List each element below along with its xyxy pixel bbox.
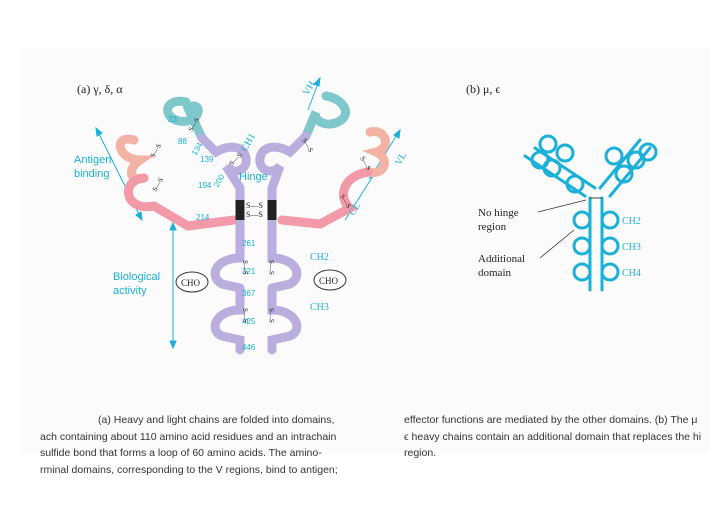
biological-activity-line1: Biological xyxy=(113,271,160,283)
hinge-disulfide-1: S—S xyxy=(246,201,263,210)
caption-right: effector functions are mediated by the o… xyxy=(404,412,721,462)
cho-left: CHO xyxy=(175,271,209,293)
book-page: (a) γ, δ, α Antigen binding Biological a… xyxy=(20,48,710,476)
label-b-ch2: CH2 xyxy=(622,216,641,227)
antibody-figure: (a) γ, δ, α Antigen binding Biological a… xyxy=(74,76,658,355)
hinge-segments xyxy=(235,200,277,220)
svg-text:S—S: S—S xyxy=(267,260,275,275)
right-heavy-chain xyxy=(255,91,350,355)
residue-200: 200 xyxy=(212,172,227,189)
additional-domain-label: Additional domain xyxy=(478,253,528,279)
cho-right-label: CHO xyxy=(319,276,339,286)
panel-b-molecule xyxy=(523,134,658,292)
residue-425: 425 xyxy=(242,317,256,326)
additional-domain-pointer xyxy=(539,229,575,259)
label-ch1: CH1 xyxy=(239,132,258,154)
label-vl: VL xyxy=(393,150,409,167)
biological-activity-line2: activity xyxy=(113,285,147,297)
svg-text:S—S: S—S xyxy=(267,308,275,323)
additional-domain-line1: Additional xyxy=(478,253,525,265)
svg-text:S—S: S—S xyxy=(241,308,249,323)
left-heavy-chain xyxy=(163,96,251,355)
hinge-disulfide-2: S—S xyxy=(246,210,263,219)
residue-88: 88 xyxy=(178,137,187,146)
caption-left-line1: (a) Heavy and light chains are folded in… xyxy=(98,414,335,426)
additional-domain-line2: domain xyxy=(478,267,511,279)
svg-text:S—S: S—S xyxy=(151,176,165,193)
residue-23: 23 xyxy=(168,115,177,124)
svg-text:S—S: S—S xyxy=(149,142,163,159)
no-hinge-line2: region xyxy=(478,221,507,233)
right-light-chain xyxy=(277,127,390,229)
left-light-chain xyxy=(115,134,239,231)
svg-text:S—S: S—S xyxy=(241,260,249,275)
no-hinge-pointer xyxy=(537,199,587,213)
cho-right: CHO xyxy=(313,269,347,291)
antigen-binding-line2: binding xyxy=(74,168,109,180)
cho-left-label: CHO xyxy=(181,278,201,288)
label-ch3: CH3 xyxy=(310,302,329,313)
caption-left: (a) Heavy and light chains are folded in… xyxy=(40,412,385,478)
label-ch2: CH2 xyxy=(310,252,329,263)
residue-261: 261 xyxy=(242,239,256,248)
residue-367: 367 xyxy=(242,289,256,298)
residue-214: 214 xyxy=(196,213,210,222)
caption-right-line3: region. xyxy=(404,447,437,459)
caption-left-line3: sulfide bond that forms a loop of 60 ami… xyxy=(40,447,322,459)
panel-b-label: (b) μ, ϵ xyxy=(466,82,500,96)
domain-labels-b: CH2 CH3 CH4 xyxy=(622,216,641,279)
caption-left-line2: ach containing about 110 amino acid resi… xyxy=(40,430,337,443)
no-hinge-label: No hinge region xyxy=(478,207,521,233)
no-hinge-line1: No hinge xyxy=(478,207,519,219)
caption-right-line1: effector functions are mediated by the o… xyxy=(404,414,698,426)
panel-a-label: (a) γ, δ, α xyxy=(77,82,123,96)
biological-activity-label: Biological activity xyxy=(113,271,163,297)
residue-194: 194 xyxy=(198,181,212,190)
label-b-ch4: CH4 xyxy=(622,268,641,279)
residue-139: 139 xyxy=(200,155,214,164)
antigen-binding-label: Antigen binding xyxy=(74,154,114,180)
hinge-label: Hinge xyxy=(239,171,268,183)
residue-321: 321 xyxy=(242,267,256,276)
antigen-binding-line1: Antigen xyxy=(74,154,111,166)
caption-right-line2: ϵ heavy chains contain an additional dom… xyxy=(404,430,702,443)
label-b-ch3: CH3 xyxy=(622,242,641,253)
vh-arrow xyxy=(307,76,321,111)
residue-446: 446 xyxy=(242,343,256,352)
caption-left-line4: rminal domains, corresponding to the V r… xyxy=(40,463,338,476)
biological-activity-arrow xyxy=(169,221,177,350)
